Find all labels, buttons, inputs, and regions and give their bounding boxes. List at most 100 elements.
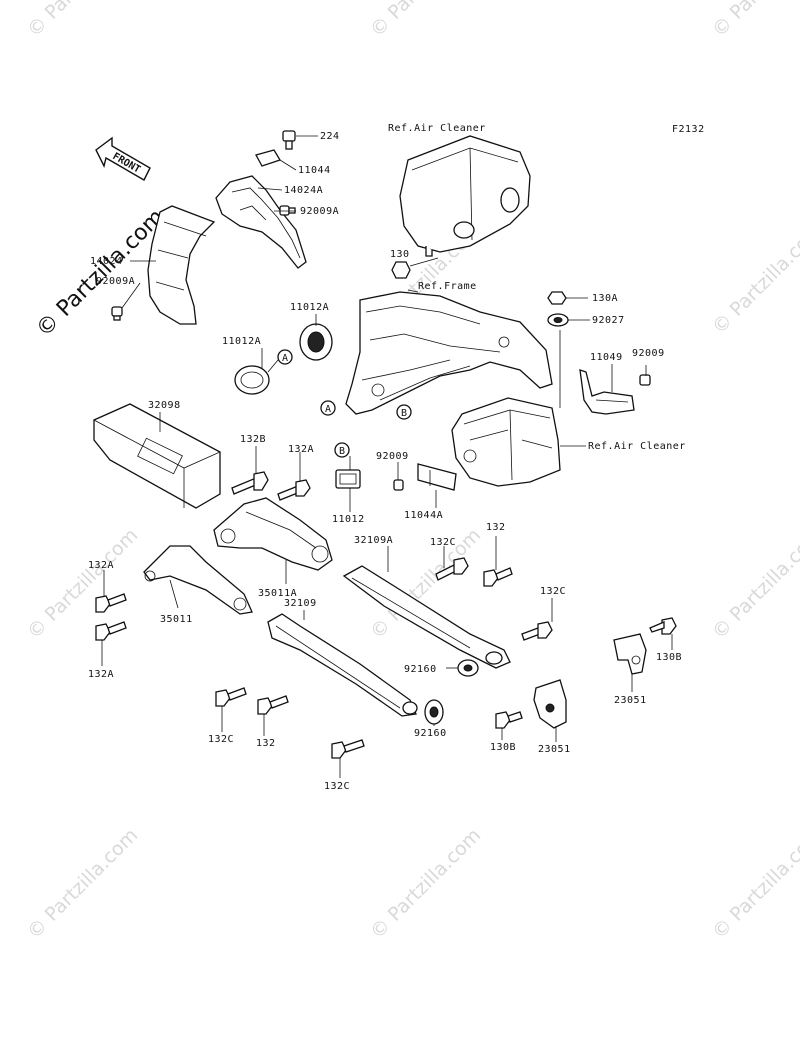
bolt-132A-low-icon xyxy=(95,621,127,641)
front-arrow-icon: FRONT xyxy=(95,136,151,181)
part-label: 132A xyxy=(288,444,314,455)
bolt-130B-right-icon xyxy=(649,617,677,635)
ring-11012A-icon xyxy=(299,323,333,361)
part-label: 92160 xyxy=(404,664,437,675)
callout-B: B xyxy=(334,442,350,458)
callout-A: A xyxy=(320,400,336,416)
connector-11012-icon xyxy=(335,469,361,489)
part-label: 92160 xyxy=(414,728,447,739)
part-label: 132C xyxy=(430,537,456,548)
cap-11012A-icon xyxy=(234,365,270,395)
part-label: 132A xyxy=(88,669,114,680)
part-label: 92009A xyxy=(96,276,135,287)
part-label: 132C xyxy=(540,586,566,597)
callout-label: B xyxy=(401,408,408,419)
bracket-35011A-icon xyxy=(213,497,333,571)
watermark: © Partzilla.com xyxy=(23,824,142,943)
bracket-11049-icon xyxy=(579,369,635,415)
callout-label: A xyxy=(282,353,289,364)
part-label: 14024 xyxy=(90,256,123,267)
bolt-132A-left-icon xyxy=(95,593,127,613)
part-label: 92009 xyxy=(632,348,665,359)
bracket-35011-icon xyxy=(143,545,253,615)
link-32109-icon xyxy=(267,613,418,717)
bolt-132-right-icon xyxy=(483,567,513,587)
part-label: 132A xyxy=(88,560,114,571)
callout-label: B xyxy=(339,446,346,457)
bolt-132C-top-icon xyxy=(435,557,469,581)
figure-code: F2132 xyxy=(672,124,705,135)
collar-92160-top-icon xyxy=(457,659,479,677)
ref-label: Ref.Air Cleaner xyxy=(388,123,486,134)
bolt-130A-icon xyxy=(547,291,567,305)
bolt-132C-low-icon xyxy=(215,687,247,707)
part-label: 224 xyxy=(320,131,340,142)
watermark: © Partzilla.com xyxy=(708,524,800,643)
part-label: 23051 xyxy=(614,695,647,706)
air-cleaner-box-icon xyxy=(451,397,561,487)
part-label: 23051 xyxy=(538,744,571,755)
bolt-92009A-top-icon xyxy=(279,205,296,216)
watermark: © Partzilla.com xyxy=(366,0,485,42)
watermark: © Partzilla.com xyxy=(708,824,800,943)
bracket-23051-right-icon xyxy=(613,633,647,675)
part-label: 92027 xyxy=(592,315,625,326)
part-label: 132 xyxy=(486,522,506,533)
callout-B: B xyxy=(396,404,412,420)
part-label: 11012A xyxy=(290,302,329,313)
cover-14024-icon xyxy=(147,205,216,325)
callout-label: A xyxy=(325,404,332,415)
bolt-130-icon xyxy=(391,261,411,279)
callout-A: A xyxy=(277,349,293,365)
part-label: 132C xyxy=(324,781,350,792)
cover-14024A-icon xyxy=(215,175,307,269)
bolt-132C-bottom-icon xyxy=(331,739,365,759)
part-label: 132C xyxy=(208,734,234,745)
box-32098-icon xyxy=(93,403,221,509)
bolt-224-icon xyxy=(282,130,296,150)
watermark: © Partzilla.com xyxy=(366,824,485,943)
washer-92027-icon xyxy=(547,313,569,327)
part-label: 32109A xyxy=(354,535,393,546)
bolt-92009-right-icon xyxy=(639,374,651,386)
part-label: 130B xyxy=(656,652,682,663)
ref-label: Ref.Frame xyxy=(418,281,477,292)
bolt-92009A-left-icon xyxy=(111,306,123,321)
part-label: 130 xyxy=(390,249,410,260)
bolt-132A-mid-icon xyxy=(277,479,311,501)
bolt-132B-icon xyxy=(231,471,269,495)
part-label: 11012A xyxy=(222,336,261,347)
part-label: 11044A xyxy=(404,510,443,521)
part-label: 132 xyxy=(256,738,276,749)
watermark: © Partzilla.com xyxy=(708,219,800,338)
part-label: 14024A xyxy=(284,185,323,196)
bolt-130B-low-icon xyxy=(495,711,523,729)
frame-icon xyxy=(345,291,553,415)
part-label: 130A xyxy=(592,293,618,304)
part-label: 35011 xyxy=(160,614,193,625)
air-cleaner-top-icon xyxy=(399,135,531,257)
watermark: © Partzilla.com xyxy=(23,0,142,42)
leader-lines xyxy=(101,135,673,778)
part-label: 35011A xyxy=(258,588,297,599)
clip-11044-icon xyxy=(255,149,281,167)
ref-label: Ref.Air Cleaner xyxy=(588,441,686,452)
link-32109A-icon xyxy=(342,565,511,669)
part-label: 32098 xyxy=(148,400,181,411)
part-labels: 224 11044 14024A 92009A 14024 92009A Ref… xyxy=(88,123,686,792)
bolt-132-low-icon xyxy=(257,695,289,715)
bracket-23051-low-icon xyxy=(533,679,567,729)
part-label: 32109 xyxy=(284,598,317,609)
part-label: 11044 xyxy=(298,165,331,176)
part-label: 92009 xyxy=(376,451,409,462)
bolt-92009-mid-icon xyxy=(393,479,404,491)
bracket-11044A-icon xyxy=(417,463,457,491)
bolt-132C-right-icon xyxy=(521,621,553,641)
part-label: 11012 xyxy=(332,514,365,525)
part-label: 11049 xyxy=(590,352,623,363)
collar-92160-low-icon xyxy=(424,699,444,725)
watermark: © Partzilla.com xyxy=(708,0,800,42)
part-label: 130B xyxy=(490,742,516,753)
part-label: 132B xyxy=(240,434,266,445)
